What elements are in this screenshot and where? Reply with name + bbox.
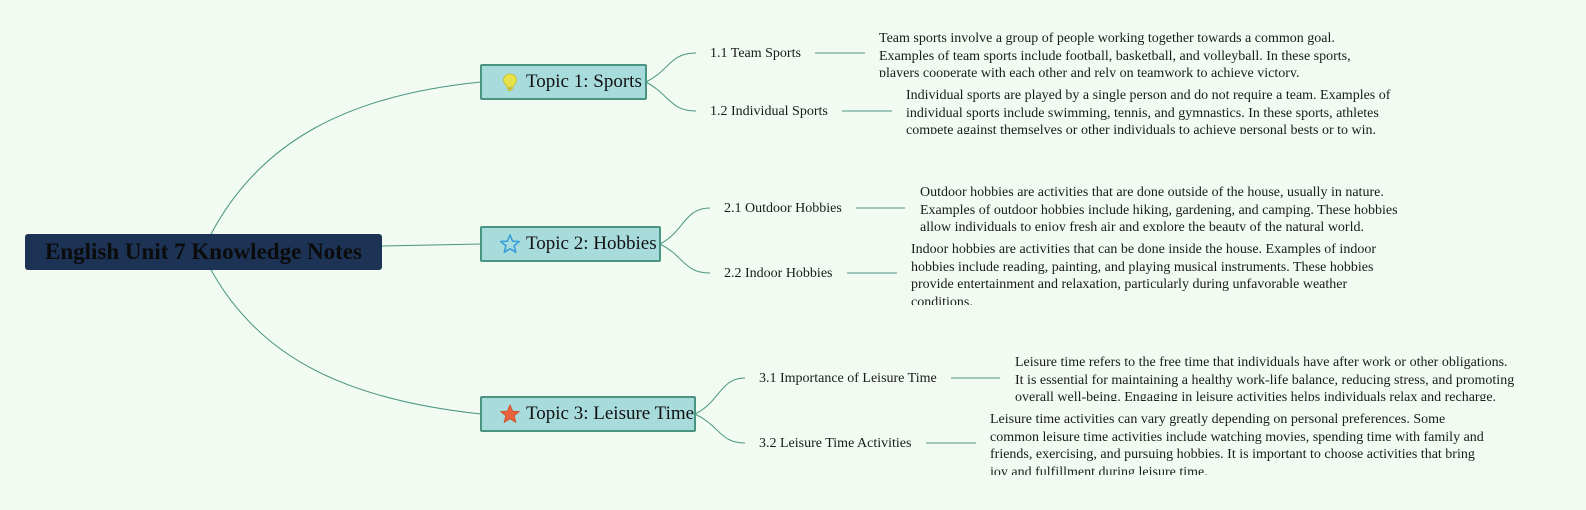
topic-3-node[interactable]: Topic 3: Leisure Time (480, 396, 696, 432)
root-to-topic-2-connector (381, 243, 482, 247)
topic-1-title: Topic 1: Sports (526, 71, 642, 92)
topic-2-title: Topic 2: Hobbies (526, 233, 657, 254)
note-2-2[interactable]: Indoor hobbies are activities that can b… (911, 242, 1376, 305)
star-outline-icon (499, 233, 521, 255)
root-to-topic-1-connector (209, 81, 482, 237)
subtopic-1-1[interactable]: 1.1 Team Sports (710, 46, 801, 61)
lightbulb-icon (499, 71, 521, 93)
root-node[interactable]: English Unit 7 Knowledge Notes (25, 234, 382, 270)
topic-2-to-sub-2-1-connector (659, 207, 711, 245)
topic-3-title: Topic 3: Leisure Time (526, 403, 695, 424)
topic-3-to-sub-3-2-connector (694, 413, 746, 444)
topic-3-to-sub-3-1-connector (694, 377, 746, 415)
subtopic-2-2[interactable]: 2.2 Indoor Hobbies (724, 266, 833, 281)
star-filled-icon (499, 403, 521, 425)
topic-1-to-sub-1-2-connector (645, 81, 697, 112)
topic-1-to-sub-1-1-connector (645, 52, 697, 83)
topic-2-to-sub-2-2-connector (659, 243, 711, 274)
note-3-1[interactable]: Leisure time refers to the free time tha… (1015, 355, 1515, 401)
subtopic-3-2[interactable]: 3.2 Leisure Time Activities (759, 436, 912, 451)
subtopic-2-1[interactable]: 2.1 Outdoor Hobbies (724, 201, 842, 216)
note-2-1[interactable]: Outdoor hobbies are activities that are … (920, 185, 1398, 231)
subtopic-1-2[interactable]: 1.2 Individual Sports (710, 104, 828, 119)
topic-1-node[interactable]: Topic 1: Sports (480, 64, 647, 100)
note-1-2[interactable]: Individual sports are played by a single… (906, 88, 1391, 134)
subtopic-3-1[interactable]: 3.1 Importance of Leisure Time (759, 371, 937, 386)
topic-2-node[interactable]: Topic 2: Hobbies (480, 226, 661, 262)
note-1-1[interactable]: Team sports involve a group of people wo… (879, 31, 1351, 77)
root-to-topic-3-connector (209, 267, 482, 415)
root-title: English Unit 7 Knowledge Notes (45, 239, 362, 264)
note-3-2[interactable]: Leisure time activities can vary greatly… (990, 412, 1484, 475)
